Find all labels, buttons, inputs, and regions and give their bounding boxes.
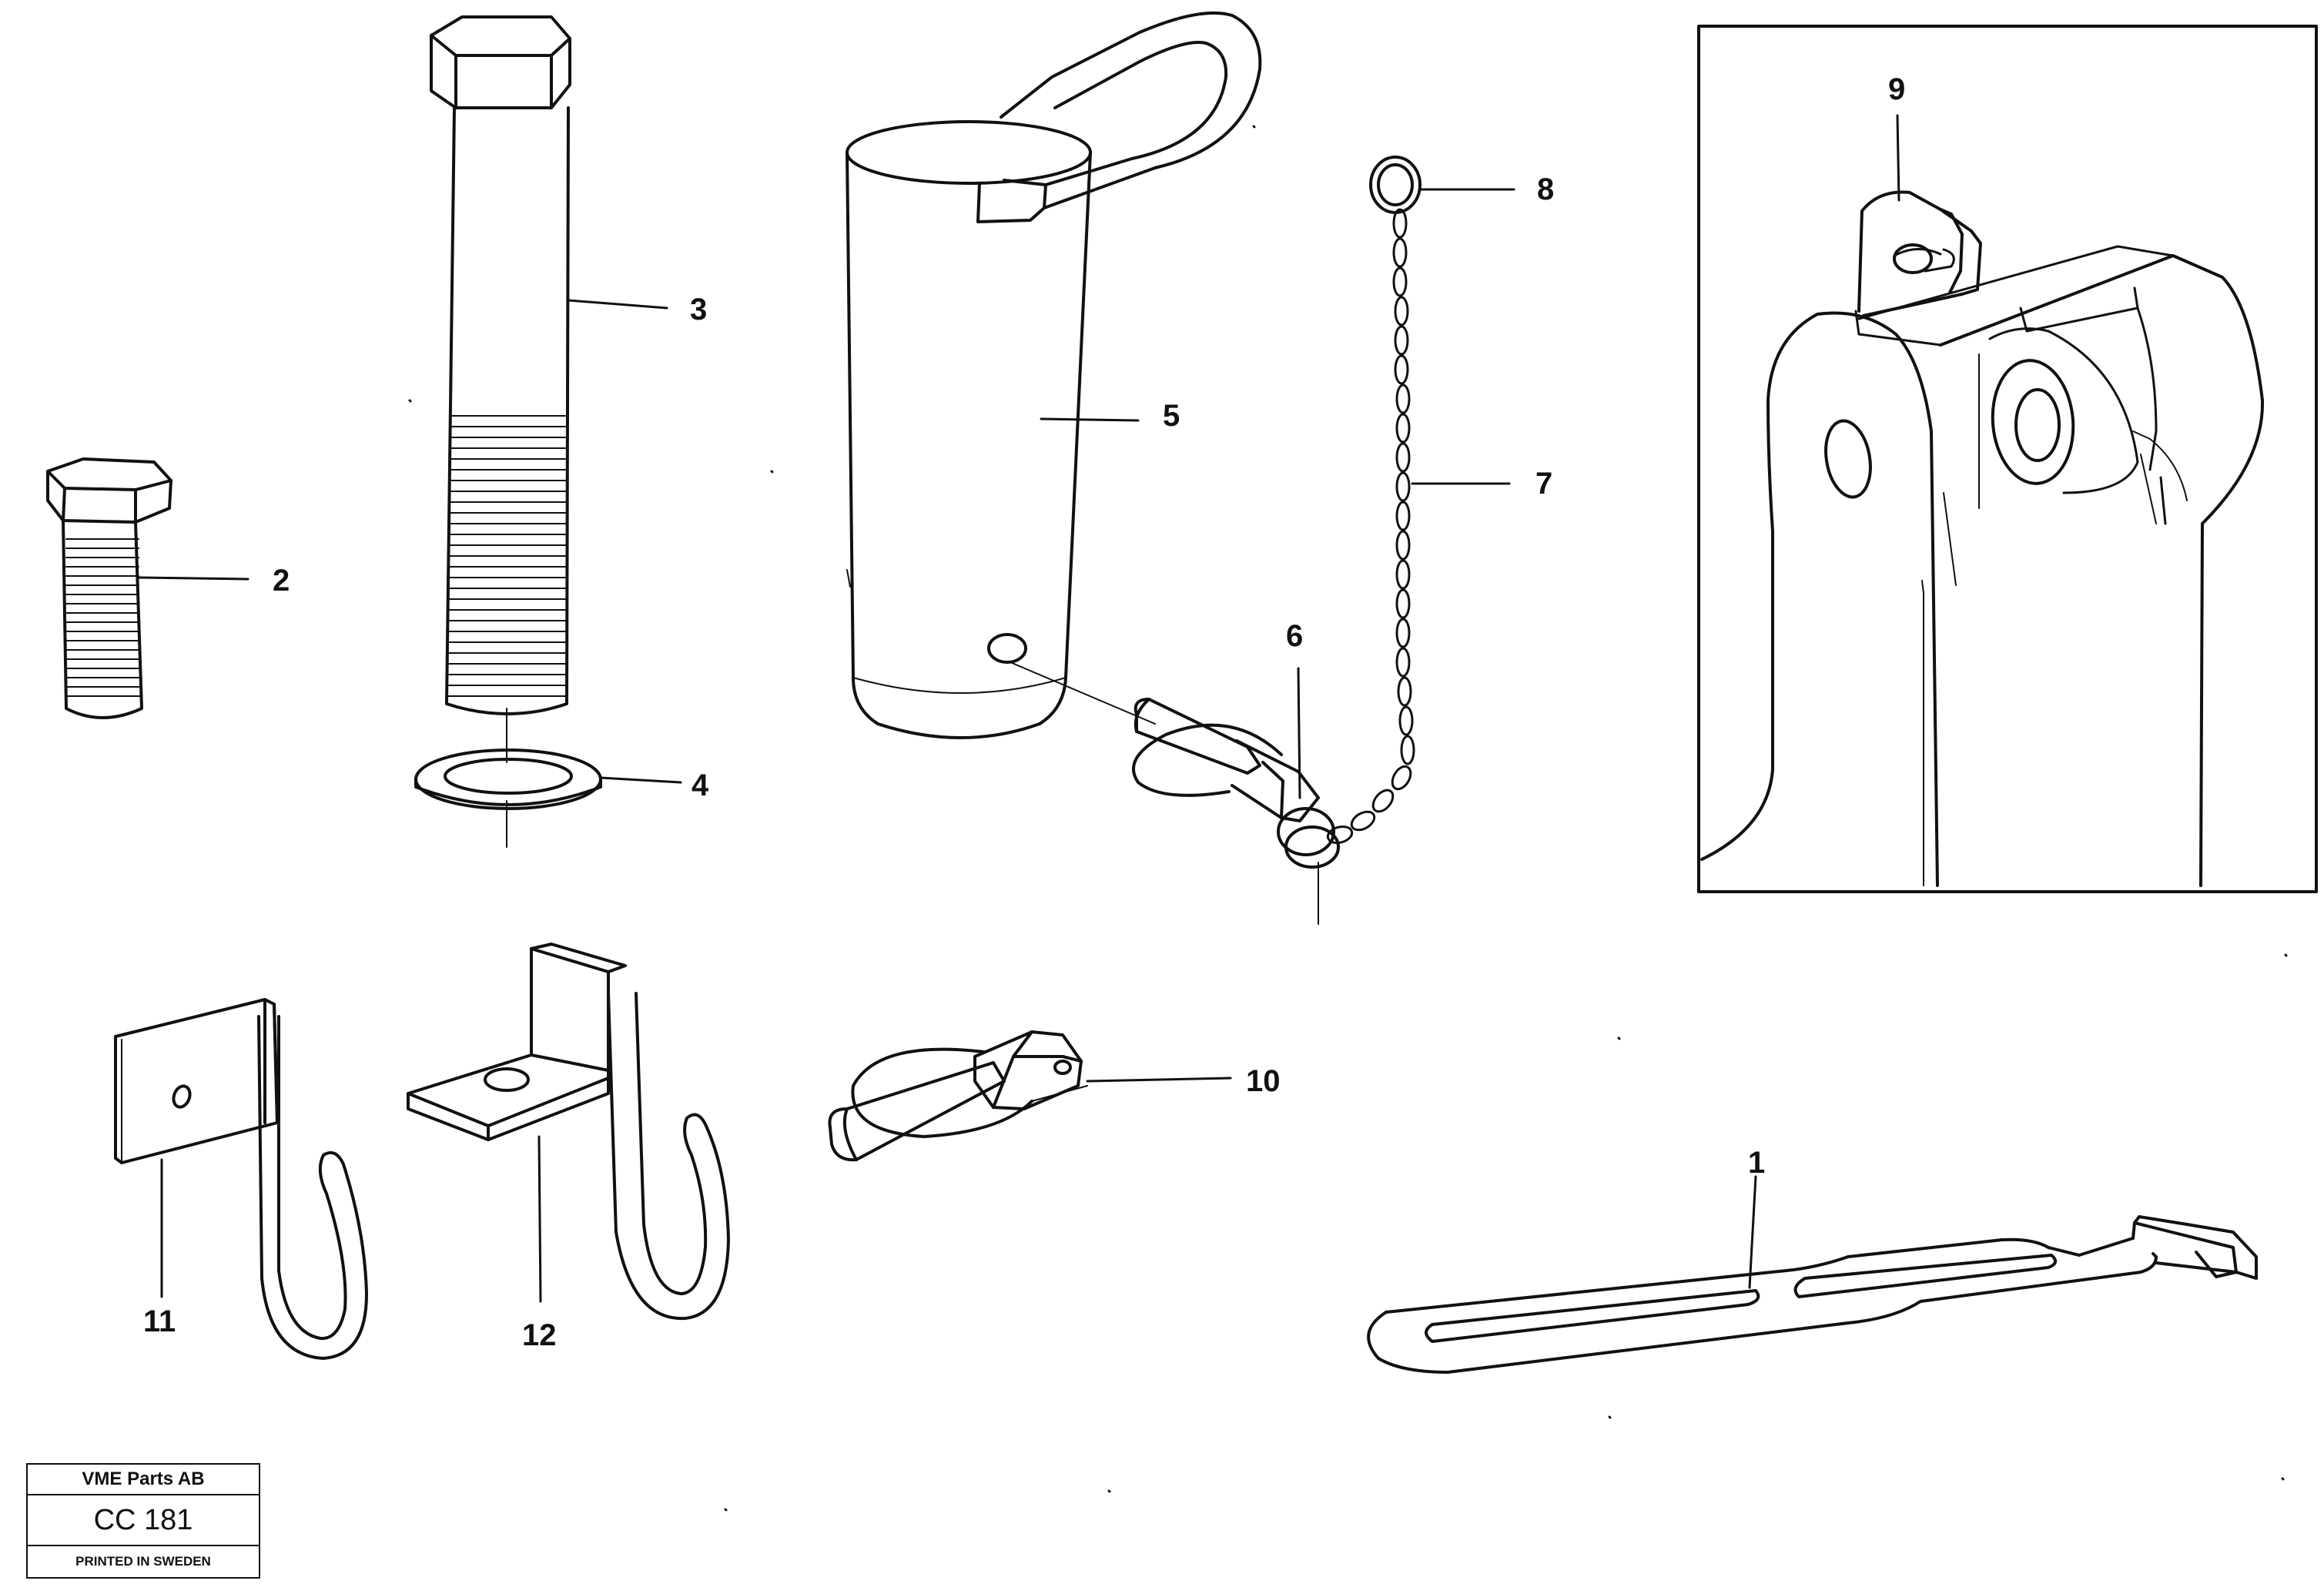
leader-3	[567, 299, 668, 310]
callout-11: 11	[143, 1304, 176, 1338]
leader-lines	[137, 114, 1900, 1303]
callout-6: 6	[1286, 619, 1304, 653]
ring-drawing	[1369, 156, 1422, 214]
callout-12: 12	[522, 1318, 557, 1352]
callout-1: 1	[1748, 1146, 1766, 1180]
flat-hook-bracket-drawing	[114, 998, 368, 1360]
title-block: VME Parts AB CC 181 PRINTED IN SWEDEN	[26, 1463, 260, 1579]
leader-10	[1086, 1077, 1232, 1083]
callout-4: 4	[692, 769, 709, 802]
callout-3: 3	[690, 293, 708, 327]
callout-7: 7	[1535, 467, 1553, 501]
chain-drawing	[1326, 208, 1415, 845]
callout-2: 2	[273, 564, 290, 598]
callout-5: 5	[1163, 399, 1180, 433]
washer-drawing	[414, 748, 602, 848]
print-specks	[408, 125, 2288, 1512]
long-bolt-drawing	[430, 15, 571, 763]
leader-2	[137, 576, 249, 581]
printed-note: PRINTED IN SWEDEN	[75, 1554, 211, 1569]
drawing-code: CC 181	[28, 1495, 259, 1546]
callout-8: 8	[1537, 172, 1555, 206]
leader-5	[1040, 417, 1140, 422]
slotted-bar-drawing	[1367, 1215, 2258, 1374]
leader-4	[599, 776, 682, 784]
company-name: VME Parts AB	[28, 1465, 259, 1495]
callout-10: 10	[1246, 1064, 1281, 1098]
leader-1	[1748, 1175, 1757, 1289]
leader-9	[1896, 114, 1900, 202]
angle-hook-bracket-drawing	[407, 943, 730, 1321]
lynch-pin-small-drawing	[828, 1030, 1088, 1162]
leader-12	[537, 1135, 542, 1303]
detail-inset	[1697, 25, 2318, 893]
handle-pin-drawing	[846, 11, 1262, 739]
leader-6	[1297, 667, 1301, 799]
lynch-pin-drawing	[1132, 698, 1340, 925]
callout-9: 9	[1888, 72, 1906, 106]
short-bolt-drawing	[46, 457, 172, 719]
